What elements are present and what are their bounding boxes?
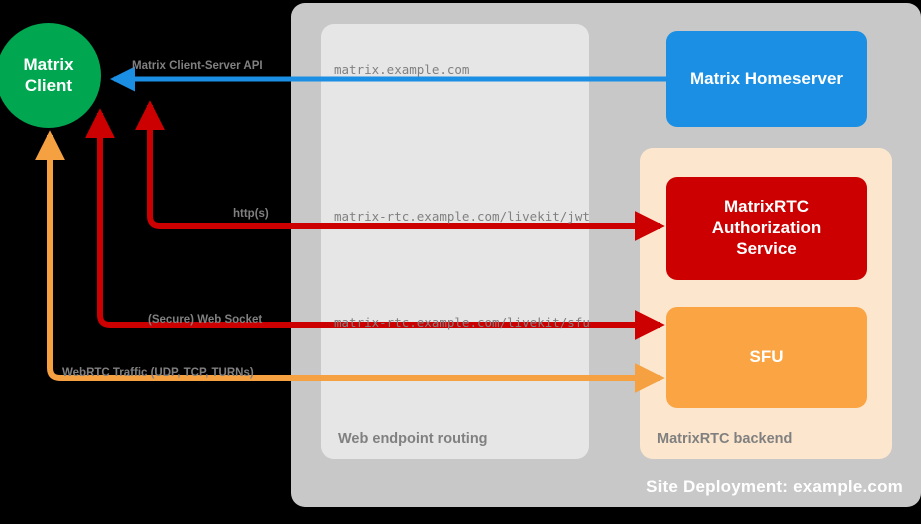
matrix-client-label-line1: Matrix [23, 55, 74, 75]
edge-label-http-s: http(s) [233, 208, 269, 220]
matrix-homeserver-label: Matrix Homeserver [689, 68, 844, 88]
auth-service-label-line3: Service [736, 238, 797, 258]
endpoint-url-livekit-sfu: matrix-rtc.example.com/livekit/sfu [334, 315, 590, 330]
web-endpoint-routing-label: Web endpoint routing [338, 431, 488, 447]
matrix-client-label-line2: Client [24, 75, 73, 95]
auth-service-label-line1: MatrixRTC [723, 197, 809, 217]
node-matrixrtc-authorization-service[interactable]: MatrixRTC Authorization Service [666, 177, 867, 280]
matrixrtc-backend-label: MatrixRTC backend [657, 431, 793, 447]
edge-livekit-sfu-websocket [85, 108, 660, 328]
edge-livekit-jwt [135, 100, 660, 229]
endpoint-url-matrix: matrix.example.com [334, 62, 470, 77]
edge-label-secure-web-socket: (Secure) Web Socket [148, 314, 263, 326]
node-matrix-client[interactable]: Matrix Client [0, 23, 101, 128]
site-deployment-label: Site Deployment: example.com [646, 477, 903, 496]
sfu-label: SFU [749, 347, 784, 367]
edge-label-webrtc-traffic: WebRTC Traffic (UDP, TCP, TURNs) [62, 367, 254, 379]
edge-webrtc-traffic [35, 130, 660, 381]
node-sfu[interactable]: SFU [666, 307, 867, 408]
web-endpoint-routing-container: Web endpoint routing [321, 24, 589, 459]
auth-service-label-line2: Authorization [711, 218, 822, 238]
node-matrix-homeserver[interactable]: Matrix Homeserver [666, 31, 867, 127]
edge-label-matrix-client-server-api: Matrix Client-Server API [132, 60, 263, 72]
endpoint-url-livekit-jwt: matrix-rtc.example.com/livekit/jwt [334, 209, 590, 224]
